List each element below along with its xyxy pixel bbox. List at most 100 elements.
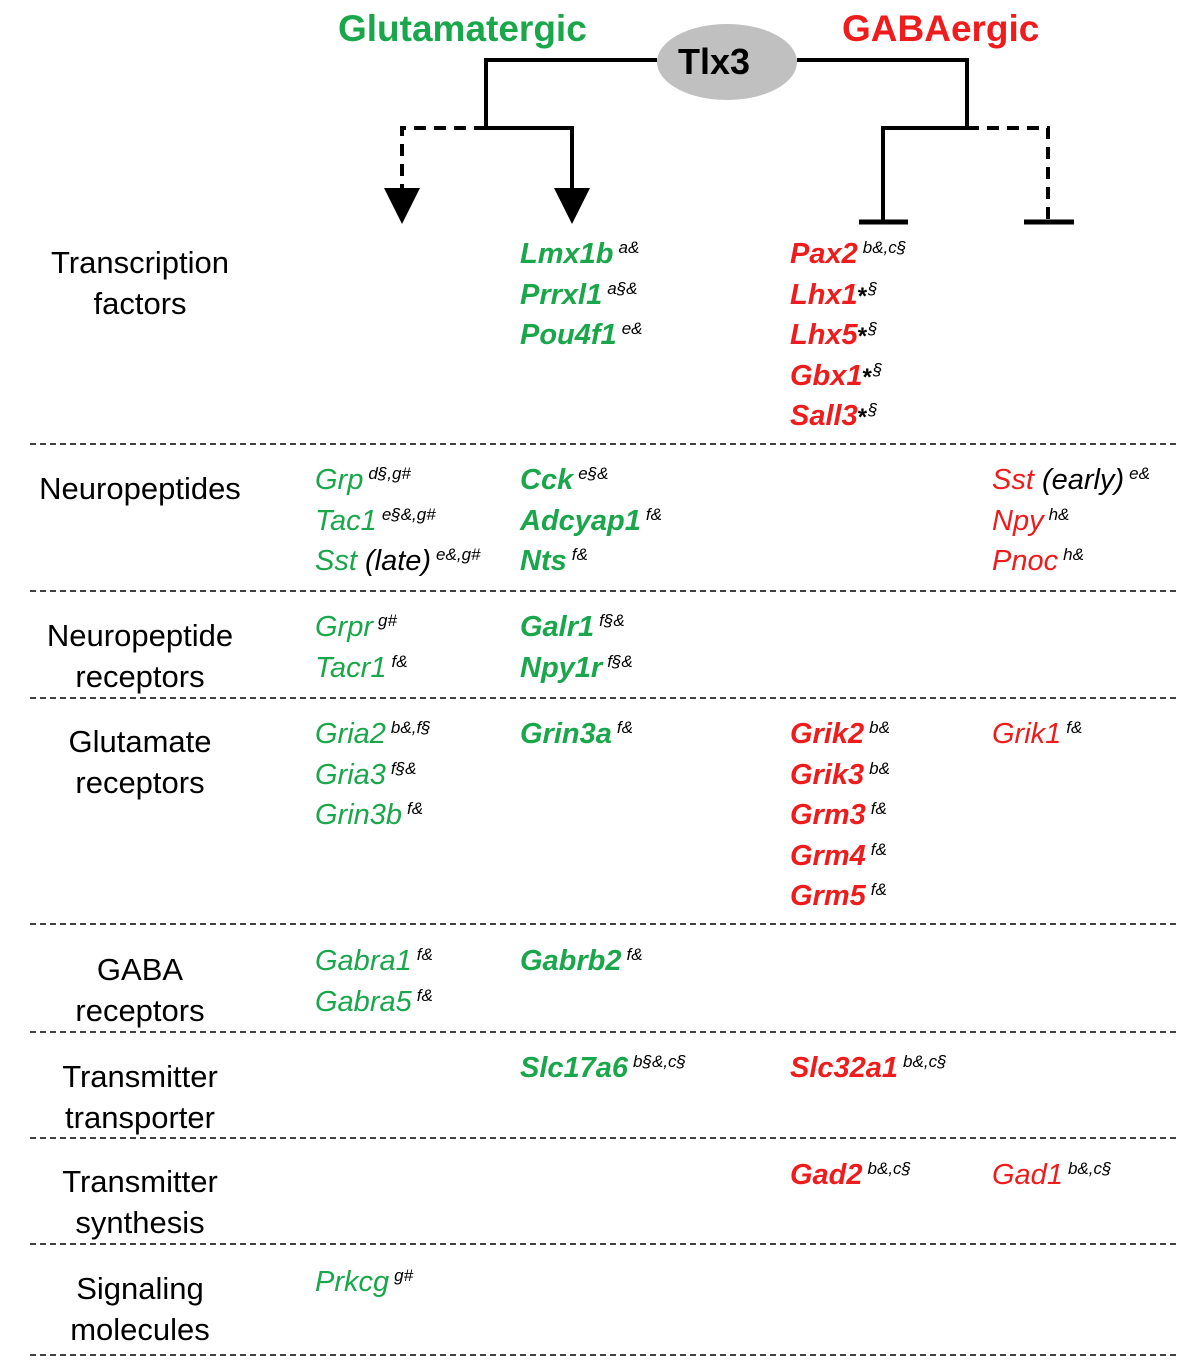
gene-qualifier: (late) — [356, 545, 432, 577]
gene-name: Sst — [992, 464, 1034, 496]
gene-entry: Sall3*§ — [790, 400, 878, 432]
gene-name: Tacr1 — [315, 651, 387, 684]
gene-star-marker: * — [857, 404, 868, 431]
gene-name: Gabra5 — [315, 985, 412, 1018]
gene-reference-superscript: e&,g# — [436, 545, 481, 564]
gene-star-marker: * — [857, 323, 868, 350]
gene-name: Tac1 — [315, 504, 377, 537]
gene-reference-superscript: f& — [870, 880, 887, 899]
gene-reference-superscript: § — [872, 359, 883, 379]
gene-name: Slc32a1 — [790, 1052, 899, 1084]
gene-reference-superscript: f& — [1066, 718, 1083, 737]
gene-name: Slc17a6 — [520, 1052, 629, 1084]
gene-reference-superscript: f& — [416, 985, 433, 1005]
gene-reference-superscript: d§,g# — [368, 464, 411, 483]
gene-reference-superscript: b&,f§ — [390, 718, 431, 737]
connector-lines — [400, 58, 1074, 225]
gene-name: Gria3 — [315, 758, 386, 791]
gene-reference-superscript: § — [868, 278, 878, 298]
row-separators — [30, 443, 1178, 1356]
gene-name: Prkcg — [315, 1266, 390, 1298]
gene-reference-superscript: f& — [616, 718, 633, 737]
gene-name: Gbx1 — [790, 359, 863, 392]
glutamatergic-label: Glutamatergic — [338, 8, 587, 49]
gene-name: Npy1r — [520, 651, 603, 684]
gene-reference-superscript: g# — [378, 611, 397, 630]
gene-name: Gabrb2 — [520, 945, 622, 977]
gene-reference-superscript: b&,c§ — [1067, 1159, 1112, 1178]
gene-name: Grp — [315, 464, 364, 496]
gene-entry: Lhx1*§ — [790, 278, 878, 310]
gene-reference-superscript: e& — [621, 319, 643, 338]
gene-name: Pnoc — [992, 545, 1059, 577]
gene-entry: Gbx1*§ — [790, 359, 883, 392]
gene-reference-superscript: f& — [626, 945, 643, 964]
gene-name: Grin3a — [520, 718, 612, 750]
gene-qualifier: (early) — [1033, 464, 1125, 496]
gene-name: Pou4f1 — [520, 319, 617, 351]
gene-entry: Sst (early)e& — [992, 464, 1150, 496]
gene-reference-superscript: f& — [870, 799, 887, 818]
gene-entry: Sst (late)e&,g# — [315, 545, 481, 577]
activation-arrowhead-dashed — [384, 188, 420, 224]
gene-reference-superscript: f& — [645, 504, 662, 524]
gene-reference-superscript: e§& — [578, 464, 609, 483]
gene-reference-superscript: b&,c§ — [867, 1159, 912, 1178]
gene-name: Adcyap1 — [520, 504, 641, 537]
gene-name: Grm3 — [790, 799, 866, 831]
tlx3-label: Tlx3 — [678, 41, 751, 82]
gene-reference-superscript: b&,c§ — [903, 1052, 947, 1071]
gene-reference-superscript: f§& — [599, 611, 625, 630]
gene-name: Grik1 — [992, 718, 1062, 750]
gene-name: Sst — [315, 545, 357, 577]
gene-reference-superscript: f& — [571, 545, 588, 564]
gene-reference-superscript: a& — [618, 238, 640, 257]
gene-reference-superscript: g# — [394, 1266, 414, 1285]
gene-name: Grik2 — [790, 718, 865, 750]
gene-reference-superscript: a§& — [607, 278, 638, 298]
gene-name: Gabra1 — [315, 945, 412, 977]
gene-name: Lmx1b — [520, 238, 614, 270]
gene-reference-superscript: f§& — [607, 651, 633, 671]
gene-name: Sall3 — [790, 400, 858, 432]
gene-name: Nts — [520, 545, 567, 577]
gene-name: Gad2 — [790, 1159, 863, 1191]
gene-reference-superscript: e& — [1129, 464, 1150, 483]
gene-reference-superscript: b& — [869, 718, 890, 737]
gene-reference-superscript: f& — [870, 839, 887, 859]
gene-reference-superscript: § — [868, 319, 878, 338]
gene-reference-superscript: f& — [391, 651, 408, 671]
gene-name: Lhx5 — [790, 319, 858, 351]
gene-reference-superscript: b& — [869, 758, 890, 778]
